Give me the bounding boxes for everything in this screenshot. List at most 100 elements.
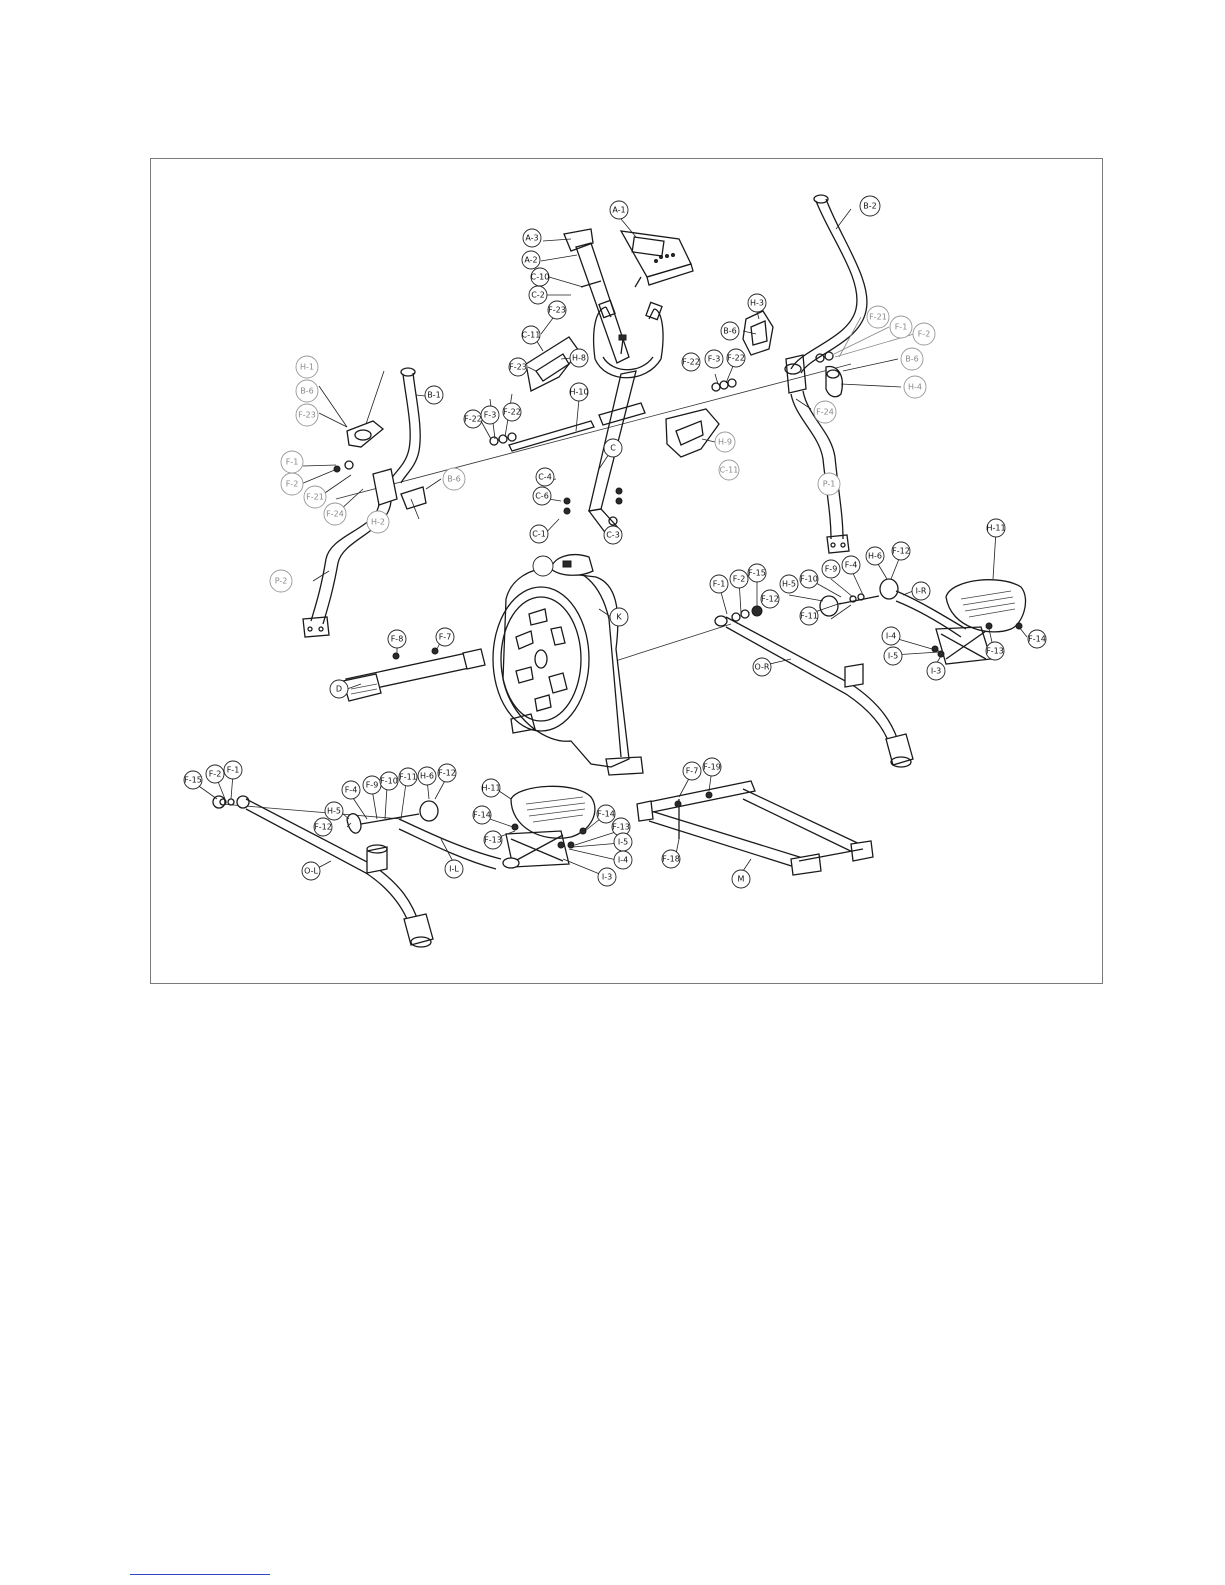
callout-c2[interactable]: C-2 — [528, 285, 548, 305]
callout-f19[interactable]: F-19 — [702, 757, 722, 777]
callout-f1-left-crank[interactable]: F-1 — [223, 760, 243, 780]
callout-f2-right-top[interactable]: F-2 — [912, 322, 936, 346]
callout-f13-left-a[interactable]: F-13 — [483, 830, 503, 850]
callout-d[interactable]: D — [329, 679, 349, 699]
callout-f21-left[interactable]: F-21 — [303, 485, 327, 509]
callout-h3[interactable]: H-3 — [747, 293, 767, 313]
callout-c1[interactable]: C-1 — [529, 524, 549, 544]
callout-f1-right-top[interactable]: F-1 — [889, 315, 913, 339]
callout-i4-right[interactable]: I-4 — [881, 626, 901, 646]
callout-f15-left[interactable]: F-15 — [183, 770, 203, 790]
callout-f7-front[interactable]: F-7 — [435, 627, 455, 647]
callout-f8[interactable]: F-8 — [387, 629, 407, 649]
callout-h11-right[interactable]: H-11 — [986, 518, 1006, 538]
callout-h1[interactable]: H-1 — [295, 355, 319, 379]
callout-h6-right[interactable]: H-6 — [865, 546, 885, 566]
callout-f4-right[interactable]: F-4 — [841, 555, 861, 575]
callout-f23-mid[interactable]: F-23 — [508, 357, 528, 377]
callout-f3-left[interactable]: F-3 — [480, 405, 500, 425]
svg-text:F-15: F-15 — [748, 569, 766, 578]
svg-text:F-12: F-12 — [314, 823, 332, 832]
callout-f11-right[interactable]: F-11 — [799, 606, 819, 626]
callout-f2-right-crank[interactable]: F-2 — [729, 569, 749, 589]
callout-f24-left[interactable]: F-24 — [323, 502, 347, 526]
callout-f10-left[interactable]: F-10 — [379, 771, 399, 791]
callout-a3[interactable]: A-3 — [522, 228, 542, 248]
callout-p1[interactable]: P-1 — [817, 472, 841, 496]
callout-c3[interactable]: C-3 — [603, 525, 623, 545]
callout-c11-right[interactable]: C-11 — [718, 459, 740, 481]
callout-f12-left-b[interactable]: F-12 — [437, 763, 457, 783]
callout-f22-left-b[interactable]: F-22 — [502, 402, 522, 422]
callout-f23-left[interactable]: F-23 — [295, 403, 319, 427]
callout-bubbles[interactable]: A-1 A-3 A-2 C-10 C-2 F-23 C-11 H-8 F-23 … — [183, 195, 1047, 889]
callout-f3-right[interactable]: F-3 — [704, 349, 724, 369]
callout-f11-left[interactable]: F-11 — [398, 767, 418, 787]
callout-h5-right[interactable]: H-5 — [779, 574, 799, 594]
callout-b2[interactable]: B-2 — [859, 195, 881, 217]
callout-f24-right[interactable]: F-24 — [813, 400, 837, 424]
callout-f10-right[interactable]: F-10 — [799, 569, 819, 589]
callout-f22-left-a[interactable]: F-22 — [463, 409, 483, 429]
callout-f14-left-b[interactable]: F-14 — [596, 804, 616, 824]
svg-text:B-1: B-1 — [427, 391, 440, 400]
callout-f14-left-a[interactable]: F-14 — [472, 805, 492, 825]
svg-text:B-6: B-6 — [300, 387, 313, 396]
callout-f22-right-a[interactable]: F-22 — [681, 352, 701, 372]
callout-a2[interactable]: A-2 — [521, 250, 541, 270]
callout-i5-left[interactable]: I-5 — [613, 832, 633, 852]
callout-or[interactable]: O-R — [752, 657, 772, 677]
callout-f2-left-crank[interactable]: F-2 — [205, 764, 225, 784]
callout-b6-left-mid[interactable]: B-6 — [442, 467, 466, 491]
callout-c4[interactable]: C-4 — [535, 467, 555, 487]
callout-c[interactable]: C — [603, 438, 623, 458]
callout-f12-right-b[interactable]: F-12 — [891, 541, 911, 561]
callout-f7-rear[interactable]: F-7 — [682, 761, 702, 781]
callout-f15-right[interactable]: F-15 — [747, 563, 767, 583]
callout-f2-left-top[interactable]: F-2 — [280, 472, 304, 496]
callout-b6-right[interactable]: B-6 — [900, 347, 924, 371]
callout-h10[interactable]: H-10 — [569, 382, 589, 402]
callout-ol[interactable]: O-L — [301, 861, 321, 881]
callout-b6-top[interactable]: B-6 — [720, 321, 740, 341]
pedal-axis-line-left — [220, 803, 402, 820]
callout-c11-left[interactable]: C-11 — [521, 325, 541, 345]
callout-f21-right[interactable]: F-21 — [866, 305, 890, 329]
callout-h6-left[interactable]: H-6 — [417, 766, 437, 786]
callout-f13-right[interactable]: F-13 — [985, 641, 1005, 661]
svg-text:C-6: C-6 — [535, 492, 549, 501]
callout-c10[interactable]: C-10 — [530, 267, 550, 287]
callout-ir[interactable]: I-R — [911, 581, 931, 601]
callout-f12-right-a[interactable]: F-12 — [760, 589, 780, 609]
callout-i3-right[interactable]: I-3 — [926, 661, 946, 681]
callout-h5-left[interactable]: H-5 — [324, 801, 344, 821]
callout-f23-top[interactable]: F-23 — [547, 300, 567, 320]
svg-text:F-11: F-11 — [399, 773, 417, 782]
callout-k[interactable]: K — [609, 607, 629, 627]
callout-h11-left[interactable]: H-11 — [481, 778, 501, 798]
callout-f14-right[interactable]: F-14 — [1027, 629, 1047, 649]
callout-h4[interactable]: H-4 — [903, 375, 927, 399]
callout-p2[interactable]: P-2 — [269, 569, 293, 593]
callout-f4-left[interactable]: F-4 — [341, 780, 361, 800]
callout-h2[interactable]: H-2 — [366, 510, 390, 534]
callout-i4-left[interactable]: I-4 — [613, 850, 633, 870]
callout-a1[interactable]: A-1 — [609, 200, 629, 220]
callout-b6-left-top[interactable]: B-6 — [295, 379, 319, 403]
callout-c6[interactable]: C-6 — [532, 486, 552, 506]
callout-h8[interactable]: H-8 — [569, 348, 589, 368]
callout-h9[interactable]: H-9 — [714, 431, 736, 453]
callout-f9-left[interactable]: F-9 — [362, 775, 382, 795]
callout-f1-right-crank[interactable]: F-1 — [709, 574, 729, 594]
callout-f9-right[interactable]: F-9 — [821, 559, 841, 579]
callout-m[interactable]: M — [731, 869, 751, 889]
callout-f12-left-a[interactable]: F-12 — [313, 817, 333, 837]
callout-f22-right-b[interactable]: F-22 — [726, 348, 746, 368]
callout-blank[interactable] — [532, 555, 554, 577]
callout-f18[interactable]: F-18 — [661, 849, 681, 869]
callout-i5-right[interactable]: I-5 — [883, 646, 903, 666]
callout-f1-left-top[interactable]: F-1 — [280, 450, 304, 474]
callout-il[interactable]: I-L — [444, 859, 464, 879]
callout-b1[interactable]: B-1 — [424, 385, 444, 405]
callout-i3-left[interactable]: I-3 — [597, 867, 617, 887]
